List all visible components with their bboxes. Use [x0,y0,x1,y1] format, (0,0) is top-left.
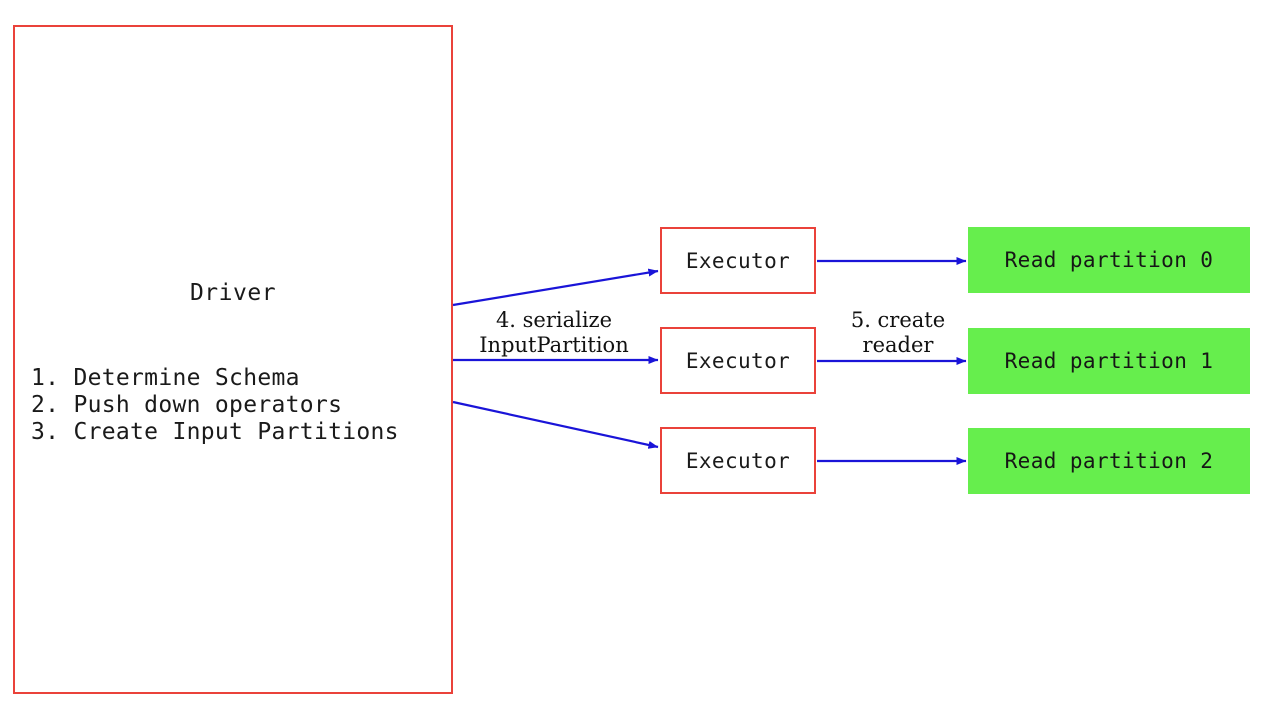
read-partition-box-2: Read partition 2 [968,428,1250,494]
executor-label-2: Executor [685,348,791,373]
edge-label-serialize: 4. serialize InputPartition [479,308,629,357]
executor-box-1: Executor [660,227,816,294]
executor-box-3: Executor [660,427,816,494]
driver-box: Driver 1. Determine Schema 2. Push down … [13,25,453,694]
read-partition-label-1: Read partition 1 [1004,349,1214,373]
driver-step-3: 3. Create Input Partitions [31,419,399,445]
driver-step-2: 2. Push down operators [31,392,343,418]
read-partition-label-0: Read partition 0 [1004,248,1214,272]
arrow-driver-to-executor-1 [452,268,659,307]
executor-box-2: Executor [660,327,816,394]
driver-title: Driver [189,280,277,306]
driver-step-1: 1. Determine Schema [31,365,300,391]
read-partition-label-2: Read partition 2 [1004,449,1214,473]
arrow-driver-to-executor-3 [452,400,659,449]
edge-label-create-reader: 5. create reader [850,308,946,357]
read-partition-box-0: Read partition 0 [968,227,1250,293]
executor-label-1: Executor [685,248,791,273]
read-partition-box-1: Read partition 1 [968,328,1250,394]
executor-label-3: Executor [685,448,791,473]
